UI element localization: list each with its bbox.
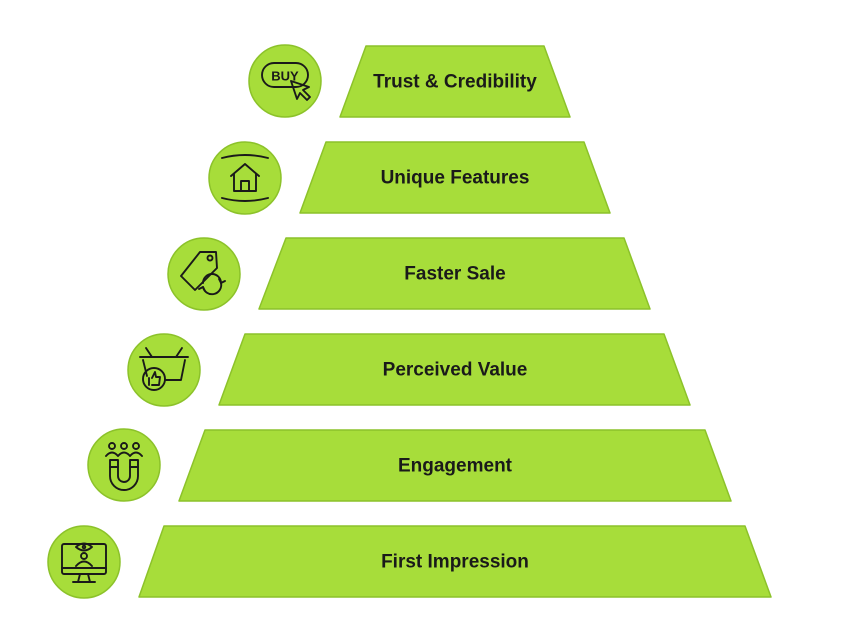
svg-text:BUY: BUY <box>271 69 299 84</box>
tier-unique-features: Unique Features <box>299 141 611 214</box>
tier-engagement: Engagement <box>178 429 732 502</box>
tier-faster-sale: Faster Sale <box>258 237 651 310</box>
house-icon <box>208 141 282 215</box>
tier-label-3: Faster Sale <box>404 264 505 285</box>
price-tag-refresh-icon <box>167 237 241 311</box>
tier-label-4: Perceived Value <box>383 360 528 381</box>
basket-thumbs-up-icon <box>127 333 201 407</box>
tier-first-impression: First Impression <box>138 525 772 598</box>
tier-label-5: Engagement <box>398 456 513 477</box>
tier-label-1: Trust & Credibility <box>373 72 537 93</box>
tier-trust-credibility: Trust & Credibility <box>339 45 571 118</box>
tier-shape-6 <box>138 525 772 598</box>
buy-click-icon: BUY <box>248 44 322 118</box>
tier-perceived-value: Perceived Value <box>218 333 691 406</box>
tier-label-2: Unique Features <box>381 168 530 189</box>
tier-shape-2 <box>299 141 611 214</box>
tier-label-6: First Impression <box>381 552 529 573</box>
magnet-people-icon <box>87 428 161 502</box>
tier-shape-1 <box>339 45 571 118</box>
tier-shape-5 <box>178 429 732 502</box>
tier-shape-4 <box>218 333 691 406</box>
tier-shape-3 <box>258 237 651 310</box>
monitor-user-icon <box>47 525 121 599</box>
